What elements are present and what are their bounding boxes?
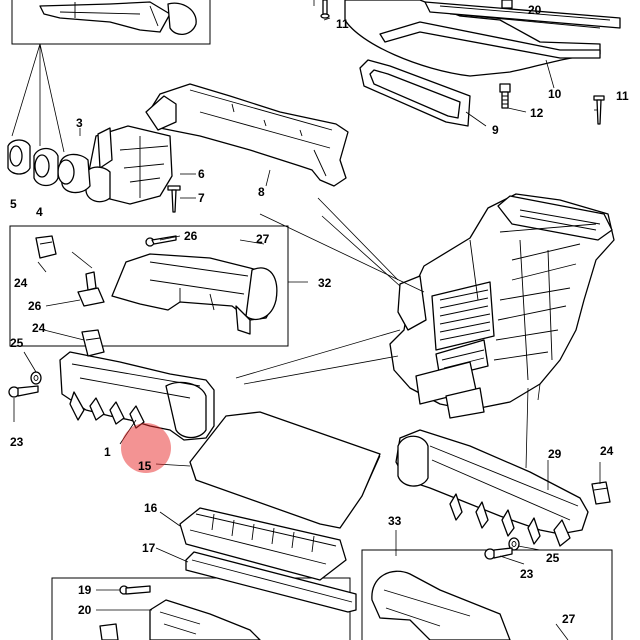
label-20: 20 [78, 603, 92, 617]
inset-box-top-left [11, 0, 211, 45]
distributor-duct-28 [111, 253, 278, 335]
label-1: 1 [104, 445, 111, 459]
screw-19 [119, 585, 151, 595]
label-24-left: 24 [32, 321, 46, 335]
label-19: 19 [78, 583, 92, 597]
label-32: 32 [318, 276, 332, 290]
ring-5 [7, 139, 31, 175]
gasket-9 [359, 59, 471, 127]
label-24-box: 24 [14, 276, 28, 290]
label-26: 26 [28, 299, 42, 313]
heater-cover-assembly [344, 0, 621, 77]
washer-25-right [508, 537, 520, 551]
label-17: 17 [142, 541, 156, 555]
duct-33 [371, 570, 511, 640]
label-8: 8 [258, 185, 265, 199]
inset-box-distributor [9, 225, 289, 347]
washer-25-left [30, 371, 42, 385]
label-25-right: 25 [546, 551, 560, 565]
pin-7 [167, 185, 181, 213]
screw-27-box [145, 235, 177, 247]
damper-assembly-6 [85, 125, 173, 205]
label-5: 5 [10, 197, 17, 211]
label-13: 20 [528, 3, 542, 17]
label-16: 16 [144, 501, 158, 515]
leader-lines [11, 0, 601, 640]
label-11-right: 11 [616, 89, 629, 103]
cover-panel-15 [189, 411, 381, 529]
filter-housing-16 [179, 507, 347, 581]
bracket-24-left [81, 329, 105, 357]
ring-4 [33, 147, 59, 187]
duct-fragment-top-left [39, 1, 197, 35]
highlight-marker [121, 423, 171, 473]
screw-11-top [320, 0, 330, 19]
label-11-top: 11 [336, 17, 349, 31]
clip-26 [77, 271, 105, 307]
bolt-12 [499, 83, 511, 109]
right-distributor-29 [395, 429, 589, 547]
label-4: 4 [36, 205, 43, 219]
callout-labels: 11 20 10 11 12 9 3 6 7 8 5 4 26 27 24 32… [10, 3, 629, 626]
bolt-23-left [8, 385, 39, 398]
label-15: 15 [138, 459, 152, 473]
front-distributor-1 [59, 351, 215, 441]
label-27-box: 26 [184, 229, 198, 243]
duct-8 [145, 83, 349, 187]
bracket-24-box [35, 235, 57, 259]
label-28: 27 [256, 232, 270, 246]
bolt-23-right [484, 547, 513, 560]
label-29: 29 [548, 447, 562, 461]
label-33: 33 [388, 514, 402, 528]
hose-3 [57, 153, 91, 194]
label-10: 10 [548, 87, 562, 101]
label-23-right: 23 [520, 567, 534, 581]
bracket-24-right [591, 481, 611, 505]
label-6: 6 [198, 167, 205, 181]
label-23-left: 23 [10, 435, 24, 449]
label-3: 3 [76, 116, 83, 130]
housing-20 [149, 599, 261, 640]
filter-17 [185, 551, 357, 613]
label-25-left: 25 [10, 336, 24, 350]
label-24-right: 24 [600, 444, 614, 458]
label-27-bottom: 27 [562, 612, 576, 626]
bracket-bottom-left [99, 623, 119, 640]
label-7: 7 [198, 191, 205, 205]
label-12: 12 [530, 106, 544, 120]
label-9: 9 [492, 123, 499, 137]
hvac-unit [389, 193, 615, 419]
rivet-11-right [593, 95, 605, 125]
